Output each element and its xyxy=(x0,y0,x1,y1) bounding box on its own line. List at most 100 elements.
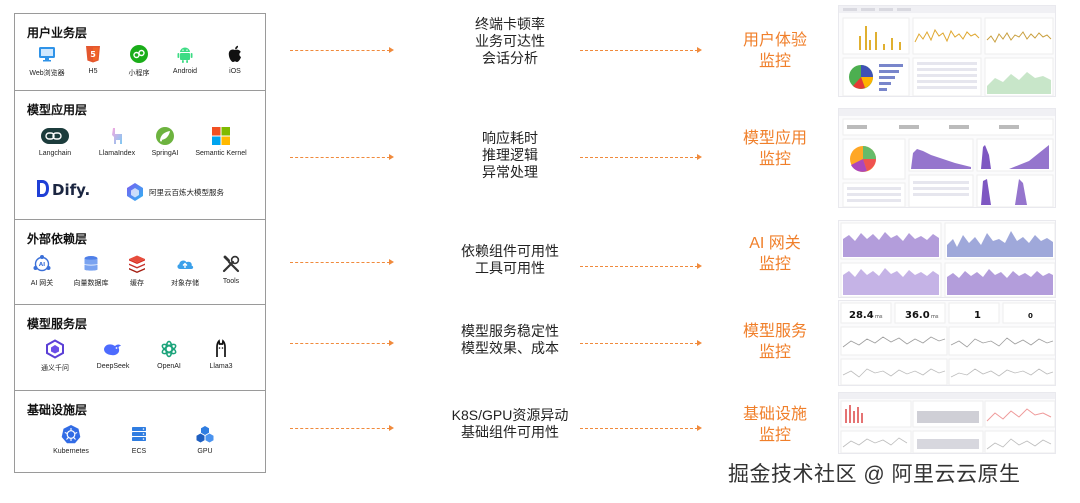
monitor-label: 模型应用 xyxy=(742,130,807,147)
item-deepseek: DeepSeek xyxy=(83,339,143,370)
metric-text: 基础组件可用性 xyxy=(461,424,559,440)
cloud-storage-icon xyxy=(177,260,194,269)
item-vector-db: 向量数据库 xyxy=(61,254,121,288)
dashboard-thumbnail-ai-gateway xyxy=(838,220,1056,298)
item-label: 通义千问 xyxy=(41,365,69,372)
metrics-infrastructure: K8S/GPU资源异动 基础组件可用性 xyxy=(430,407,590,441)
dashboard-preview: 28.4 ms 36.0 ms 1 0 xyxy=(840,302,1055,385)
item-kubernetes: Kubernetes xyxy=(41,424,101,455)
metric-text: 会话分析 xyxy=(482,50,538,66)
stat-latency-1-unit: ms xyxy=(875,314,883,320)
monitor-label: 用户体验 xyxy=(742,32,807,49)
item-ios: iOS xyxy=(205,44,265,75)
llama-icon xyxy=(216,339,226,357)
kubernetes-icon xyxy=(61,425,81,444)
ai-gateway-icon: AI xyxy=(33,255,51,272)
item-qwen: 通义千问 xyxy=(25,339,85,373)
dashboard-thumbnail-infrastructure xyxy=(838,392,1056,454)
monitor-label: 模型服务 xyxy=(742,323,807,340)
item-label: DeepSeek xyxy=(96,363,130,370)
dify-logo: Dify. xyxy=(37,180,90,199)
item-h5: 5 H5 xyxy=(63,44,123,75)
monitor-model-service: 模型服务 监控 xyxy=(715,321,835,363)
arrow-connector xyxy=(580,154,702,160)
item-tools: Tools xyxy=(201,254,261,285)
tools-icon xyxy=(222,255,240,273)
arrow-connector xyxy=(580,425,702,431)
dashboard-preview xyxy=(839,393,1055,453)
android-icon xyxy=(177,47,193,63)
stat-count-1-value: 1 xyxy=(974,310,981,321)
metric-text: 模型服务稳定性 xyxy=(461,323,559,339)
stat-latency-2-value: 36.0 xyxy=(905,310,930,321)
dashboard-thumbnail-model-service: 28.4 ms 36.0 ms 1 0 xyxy=(838,300,1056,386)
deepseek-icon xyxy=(104,344,121,356)
layer-external-dependency: 外部依赖层 AI AI 网关 向量数据库 缓存 对象存储 Tools xyxy=(15,220,265,305)
svg-text:5: 5 xyxy=(90,50,96,59)
monitor-ai-gateway: AI 网关 监控 xyxy=(715,233,835,275)
stat-latency-1-value: 28.4 xyxy=(849,310,874,321)
arrow-connector xyxy=(580,340,702,346)
item-llama3: Llama3 xyxy=(191,339,251,370)
item-android: Android xyxy=(155,44,215,75)
layer-title: 用户业务层 xyxy=(27,26,88,40)
monitor-label: 监控 xyxy=(758,427,791,444)
svg-text:AI: AI xyxy=(39,262,45,268)
arrow-connector xyxy=(580,263,702,269)
arrow-connector xyxy=(290,154,394,160)
metrics-model-service: 模型服务稳定性 模型效果、成本 xyxy=(430,323,590,357)
item-label: 向量数据库 xyxy=(73,280,109,287)
layer-infrastructure: 基础设施层 Kubernetes ECS GPU xyxy=(15,391,265,474)
qwen-icon xyxy=(46,339,64,359)
item-label: 缓存 xyxy=(130,280,144,287)
monitor-user-experience: 用户体验 监控 xyxy=(715,30,835,72)
item-label: iOS xyxy=(229,68,241,75)
html5-icon: 5 xyxy=(86,46,100,63)
openai-icon xyxy=(161,340,177,358)
item-label: 阿里云百炼大模型服务 xyxy=(149,188,224,197)
item-label: Kubernetes xyxy=(53,448,89,455)
item-langchain: Langchain xyxy=(25,126,85,157)
monitor-label: 监控 xyxy=(758,151,791,168)
item-springai: SpringAI xyxy=(135,126,195,157)
dashboard-preview xyxy=(840,222,1055,297)
langchain-icon xyxy=(41,128,69,144)
item-ai-gateway: AI AI 网关 xyxy=(12,254,72,288)
ecs-icon xyxy=(132,427,146,441)
dashboard-preview xyxy=(839,109,1055,207)
spring-icon xyxy=(156,127,174,145)
monitor-infrastructure: 基础设施 监控 xyxy=(715,404,835,446)
item-label: Semantic Kernel xyxy=(195,150,247,157)
arrow-connector xyxy=(290,340,394,346)
layer-title: 模型应用层 xyxy=(27,103,88,117)
semantic-kernel-icon xyxy=(212,127,230,145)
arrow-connector xyxy=(580,47,702,53)
item-label: SpringAI xyxy=(151,150,179,157)
layer-title: 外部依赖层 xyxy=(27,232,88,246)
item-label: Tools xyxy=(222,278,240,285)
llamaindex-icon xyxy=(112,128,122,144)
metrics-user-experience: 终端卡顿率 业务可达性 会话分析 xyxy=(430,16,590,67)
metric-text: 工具可用性 xyxy=(475,260,545,276)
item-label: OpenAI xyxy=(157,363,181,370)
item-label: Langchain xyxy=(38,150,72,157)
arrow-connector xyxy=(290,425,394,431)
item-cache: 缓存 xyxy=(107,254,167,288)
item-label: Web浏览器 xyxy=(29,70,65,77)
item-mini-program: 小程序 xyxy=(109,44,169,78)
item-label: Llama3 xyxy=(209,363,233,370)
monitor-label: AI 网关 xyxy=(749,235,801,252)
item-dify: Dify. xyxy=(35,177,105,201)
item-ecs: ECS xyxy=(109,424,169,455)
metric-text: 终端卡顿率 xyxy=(475,16,545,32)
monitor-label: 基础设施 xyxy=(742,406,807,423)
stat-count-2-value: 0 xyxy=(1028,312,1033,320)
watermark: 掘金技术社区 @ 阿里云云原生 xyxy=(728,463,1021,486)
item-label: AI 网关 xyxy=(30,280,54,287)
metric-text: 依赖组件可用性 xyxy=(461,243,559,259)
vector-db-icon xyxy=(84,256,98,271)
dashboard-thumbnail-model-application xyxy=(838,108,1056,208)
metric-text: K8S/GPU资源异动 xyxy=(451,407,569,423)
metric-text: 异常处理 xyxy=(482,164,538,180)
item-label: GPU xyxy=(197,448,213,455)
